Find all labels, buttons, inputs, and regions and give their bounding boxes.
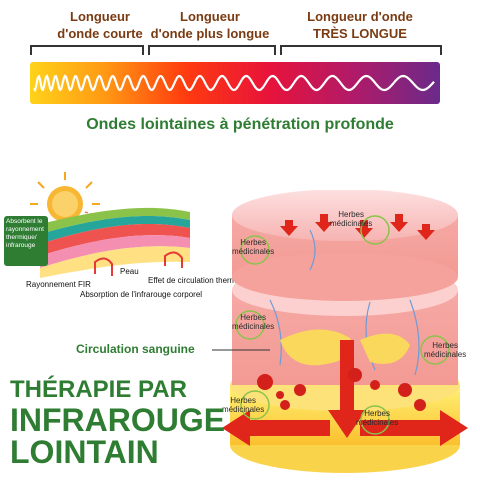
wave-line bbox=[33, 74, 435, 93]
tissue-layers bbox=[222, 190, 468, 473]
label-circulation: Circulation sanguine bbox=[76, 342, 195, 356]
bracket-very-long bbox=[280, 45, 442, 55]
label-absorption: Absorption de l'infrarouge corporel bbox=[80, 290, 203, 299]
spectrum-bar bbox=[30, 62, 440, 104]
label-short-wave: Longueur d'onde courte bbox=[57, 9, 143, 41]
label-longer-wave: Longueur d'onde plus longue bbox=[150, 9, 270, 41]
herb-label-6: Herbes médicinales bbox=[356, 409, 399, 427]
circulation-pointer bbox=[212, 349, 270, 351]
label-rayonnement: Rayonnement FIR bbox=[26, 280, 91, 289]
subtitle: Ondes lointaines à pénétration profonde bbox=[86, 116, 394, 133]
label-peau: Peau bbox=[120, 267, 139, 276]
skin-diagram bbox=[30, 172, 190, 278]
bracket-short bbox=[30, 45, 144, 55]
title-line-3: LOINTAIN bbox=[10, 434, 159, 470]
herb-label-4: Herbes médicinales bbox=[424, 341, 467, 359]
title-line-2: INFRAROUGE bbox=[10, 402, 226, 438]
label-very-long-wave: Longueur d'onde TRÈS LONGUE bbox=[307, 9, 413, 41]
herb-label-1: Herbes médicinales bbox=[330, 210, 373, 228]
absorb-box: Absorbent le rayonnement thermique/ infr… bbox=[4, 216, 48, 266]
bracket-longer bbox=[148, 45, 276, 55]
herb-label-3: Herbes médicinales bbox=[232, 313, 275, 331]
title-line-1: THÉRAPIE PAR bbox=[10, 376, 187, 403]
herb-label-2: Herbes médicinales bbox=[232, 238, 275, 256]
herb-label-5: Herbes médicinales bbox=[222, 396, 265, 414]
label-effet: Effet de circulation thermique bbox=[148, 276, 252, 285]
